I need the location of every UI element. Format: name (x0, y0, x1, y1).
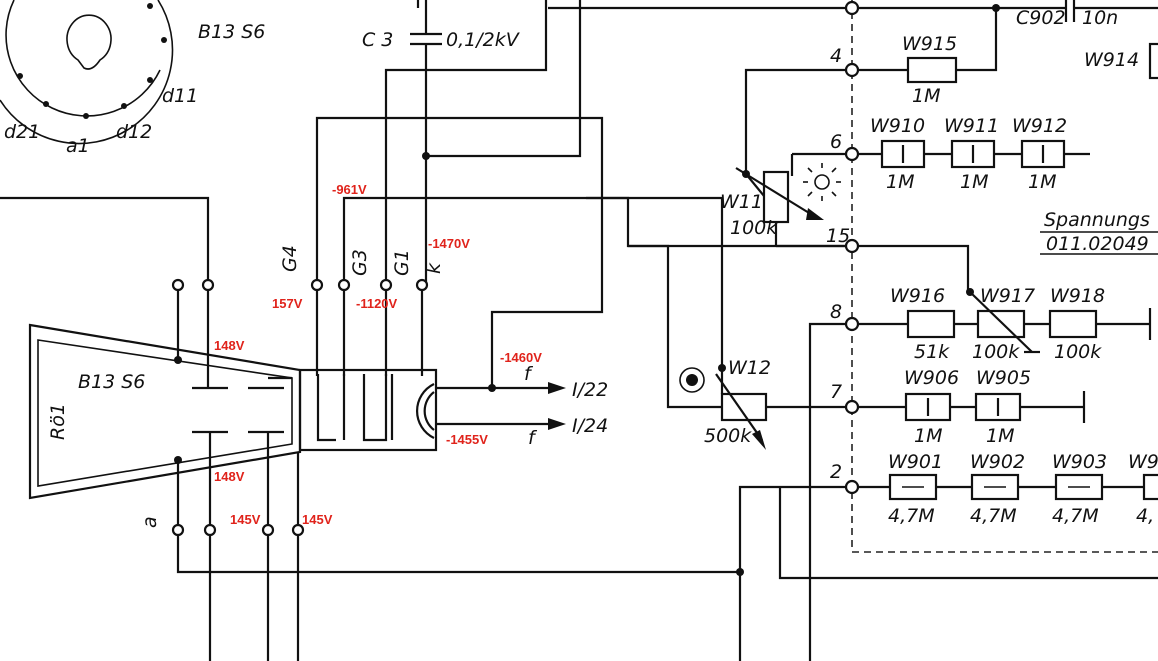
tube-socket-type: B13 S6 (198, 21, 265, 43)
pin-d12: d12 (116, 121, 152, 143)
w918-ref: W918 (1050, 285, 1105, 307)
tube-designator: Rö1 (47, 403, 69, 440)
c3-value: 0,1/2kV (446, 29, 521, 51)
electrode-wiring (0, 0, 970, 388)
voltage-annotations: 157V -961V -1120V -1470V 148V 148V 145V … (214, 182, 542, 527)
outputs: f I/22 f I/24 (436, 363, 608, 449)
voltage-output-bottom: -1455V (446, 432, 488, 447)
pin-a1: a1 (66, 135, 90, 157)
voltage-g1: -1120V (356, 296, 398, 311)
connector-pins: 4 6 15 8 7 2 (826, 0, 860, 495)
voltage-deflection-right: 145V (302, 512, 333, 527)
pin-d11: d11 (162, 85, 198, 107)
w916-ref: W916 (890, 285, 945, 307)
power-supply-label: Spannungs (1044, 209, 1150, 231)
label-g1: G1 (391, 249, 413, 276)
crt-tube: B13 S6 Rö1 (28, 323, 438, 500)
w12-ref: W12 (728, 357, 771, 379)
w903-value: 4,7M (1052, 505, 1099, 527)
w901-value: 4,7M (888, 505, 935, 527)
w9-partial-value: 4, (1136, 505, 1154, 527)
w911-ref: W911 (944, 115, 999, 137)
tube-body-type: B13 S6 (78, 371, 145, 393)
w12-value: 500k (704, 425, 752, 447)
w903-ref: W903 (1052, 451, 1107, 473)
label-g3: G3 (349, 249, 371, 276)
voltage-output-top: -1460V (500, 350, 542, 365)
w917-ref: W917 (980, 285, 1035, 307)
tube-bottom-terminals: a (139, 432, 740, 661)
capacitor-c3: C 3 0,1/2kV (362, 0, 521, 282)
c902-ref: C902 (1016, 7, 1066, 29)
output-i22: I/22 (572, 379, 608, 401)
output-i24: I/24 (572, 415, 608, 437)
w911-value: 1M (960, 171, 988, 193)
w915-value: 1M (912, 85, 940, 107)
label-k: k (423, 262, 445, 274)
tube-socket: B13 S6 d21 a1 d12 d11 (0, 0, 265, 157)
w916-value: 51k (914, 341, 950, 363)
w9-partial-ref: W9 (1128, 451, 1158, 473)
w912-value: 1M (1028, 171, 1056, 193)
w11-ref: W11 (720, 191, 763, 213)
w905-value: 1M (986, 425, 1014, 447)
voltage-deflection-left: 145V (230, 512, 261, 527)
voltage-deflection-top: 148V (214, 338, 245, 353)
board-outline (851, 0, 1158, 553)
w917-value: 100k (972, 341, 1020, 363)
label-a: a (139, 516, 161, 528)
voltage-deflection-bottom: 148V (214, 469, 245, 484)
c902-value: 10n (1082, 7, 1118, 29)
pin-d21: d21 (4, 121, 40, 143)
tube-top-terminals: G4 G3 G1 k (171, 245, 445, 388)
w906-value: 1M (914, 425, 942, 447)
voltage-k: -1470V (428, 236, 470, 251)
w910-ref: W910 (870, 115, 925, 137)
pin-7: 7 (830, 381, 842, 403)
w905-ref: W905 (976, 367, 1031, 389)
w906-ref: W906 (904, 367, 959, 389)
w912-ref: W912 (1012, 115, 1067, 137)
pin-4: 4 (830, 45, 842, 67)
w910-value: 1M (886, 171, 914, 193)
pin-8: 8 (830, 301, 842, 323)
c3-ref: C 3 (362, 29, 393, 51)
w902-ref: W902 (970, 451, 1025, 473)
w918-value: 100k (1054, 341, 1102, 363)
pin-6: 6 (830, 131, 842, 153)
pin-15: 15 (826, 225, 850, 247)
power-supply-number: 011.02049 (1046, 233, 1149, 255)
output-mark-1: f (524, 363, 534, 385)
output-mark-2: f (528, 427, 538, 449)
voltage-g3: -961V (332, 182, 367, 197)
w11-value: 100k (730, 217, 778, 239)
pin-2: 2 (830, 461, 842, 483)
label-g4: G4 (279, 245, 301, 272)
w901-ref: W901 (888, 451, 943, 473)
voltage-g4: 157V (272, 296, 303, 311)
w915-ref: W915 (902, 33, 957, 55)
board-wiring: C902 10n W915 1M W914 W910 1M W911 1M W9… (548, 0, 1158, 661)
w914-ref: W914 (1084, 49, 1139, 71)
w902-value: 4,7M (970, 505, 1017, 527)
